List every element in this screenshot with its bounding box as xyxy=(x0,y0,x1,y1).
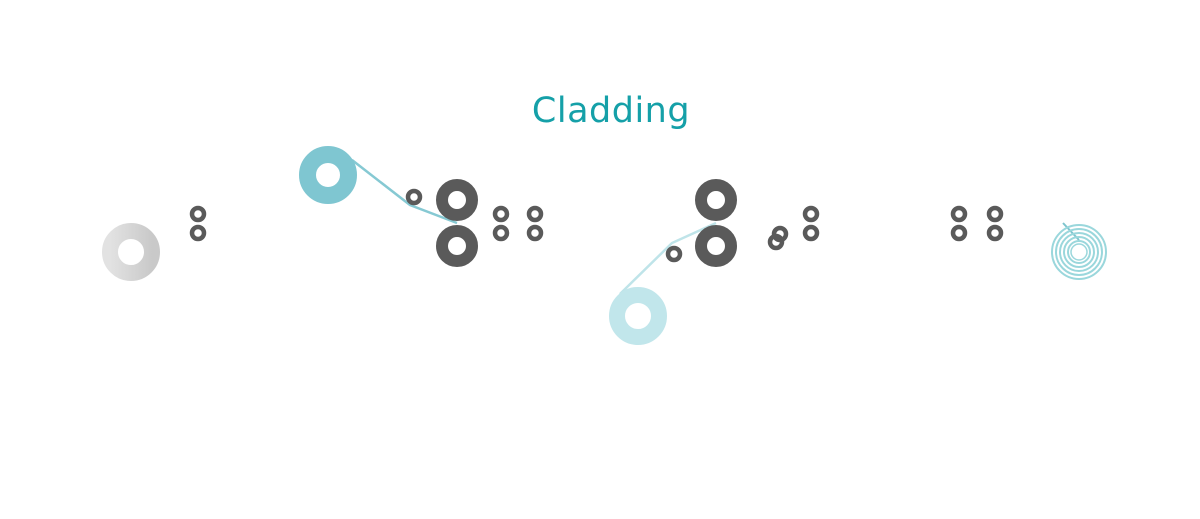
guide-roller-pair-5 xyxy=(950,205,968,242)
top-cladding-coil-icon xyxy=(299,146,357,204)
top-cladding-strip xyxy=(351,159,458,225)
base-uncoiler-coil-icon xyxy=(102,223,160,281)
guide-roller-pair-1 xyxy=(189,205,207,242)
guide-roller-pair-3 xyxy=(526,205,544,242)
guide-roller-pair-2 xyxy=(492,205,510,242)
main-roll-stand-2 xyxy=(695,179,737,267)
strip-path xyxy=(131,159,1080,295)
guide-roller-pair-6 xyxy=(986,205,1004,242)
product-recoiler-coil-icon xyxy=(1051,224,1107,280)
deflector-roller-top xyxy=(405,188,423,206)
deflector-roller-bottom xyxy=(665,245,683,263)
main-roll-stand-1 xyxy=(436,179,478,267)
bottom-cladding-strip xyxy=(619,221,717,295)
bottom-cladding-coil-icon xyxy=(609,287,667,345)
deflector-roller-pair-small xyxy=(767,225,789,251)
guide-roller-pair-4 xyxy=(802,205,820,242)
page-title: Cladding xyxy=(531,91,691,131)
